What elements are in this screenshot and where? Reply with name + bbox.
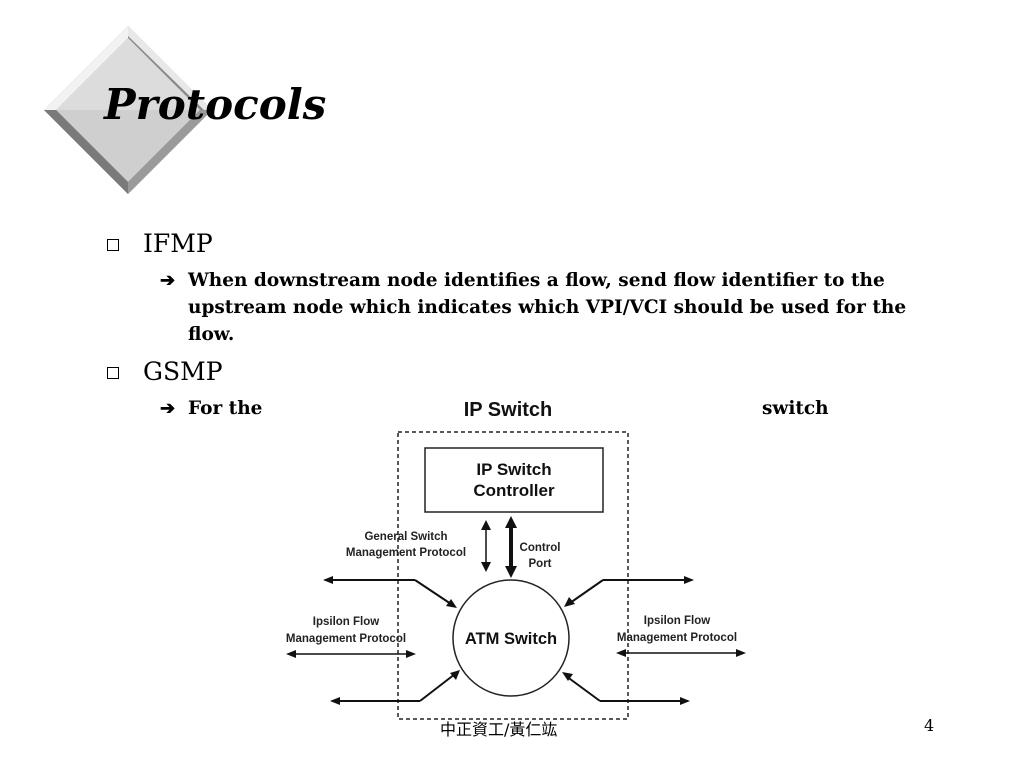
slide-footer: 中正資工/黃仁竑	[440, 720, 558, 739]
diagram-title: IP Switch	[464, 399, 553, 421]
slide-title: Protocols	[104, 80, 327, 129]
bullet-gsmp-description-end: switch	[762, 398, 829, 419]
square-bullet-icon	[107, 239, 119, 251]
controller-label-1: IP Switch	[476, 460, 551, 479]
arrow-bullet-icon: ➔	[160, 398, 176, 419]
square-bullet-icon	[107, 367, 119, 379]
control-port-label-2: Port	[529, 558, 552, 570]
ip-switch-diagram: IP Switch IP Switch Controller General S…	[270, 392, 760, 737]
controller-label-2: Controller	[473, 481, 555, 500]
atm-switch-label: ATM Switch	[465, 630, 557, 648]
atm-switch-circle	[452, 579, 570, 697]
gsmp-label-2: Management Protocol	[346, 547, 466, 559]
decorative-diamond	[42, 24, 214, 196]
ip-switch-boundary	[397, 431, 629, 720]
bullet-gsmp-description-start: For the	[188, 398, 263, 419]
page-number: 4	[924, 716, 935, 735]
ifmp-right-label-1: Ipsilon Flow	[644, 615, 710, 627]
bullet-ifmp-label: IFMP	[143, 229, 213, 258]
ifmp-left-label-1: Ipsilon Flow	[313, 616, 379, 628]
controller-box	[424, 447, 604, 513]
bullet-ifmp-description: When downstream node identifies a flow, …	[188, 270, 907, 345]
bullet-gsmp-label: GSMP	[143, 357, 223, 386]
arrow-bullet-icon: ➔	[160, 270, 176, 291]
control-port-label-1: Control	[520, 542, 561, 554]
ifmp-right-label-2: Management Protocol	[617, 632, 737, 644]
gsmp-label-1: General Switch	[364, 531, 447, 543]
ifmp-left-label-2: Management Protocol	[286, 633, 406, 645]
